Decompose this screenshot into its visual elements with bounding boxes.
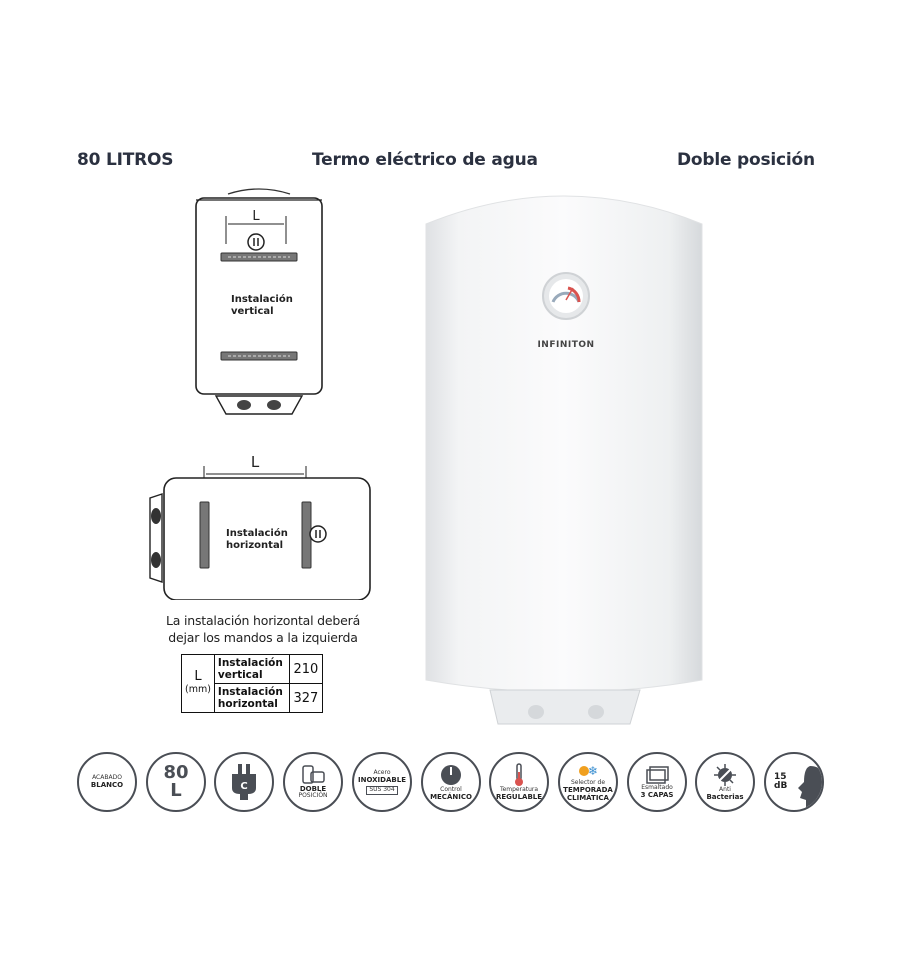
double-position-icon: DOBLE POSICIÓN xyxy=(283,752,343,812)
feature-top: Control xyxy=(440,785,462,793)
noise-icon: 15 dB xyxy=(764,752,824,812)
enamel-layers-icon: Esmaltado 3 CAPAS xyxy=(627,752,687,812)
feature-bottom: L xyxy=(170,780,182,801)
row-value: 210 xyxy=(288,654,323,684)
row-label-line1: Instalación xyxy=(217,686,283,698)
feature-bottom: dB xyxy=(774,781,788,791)
double-position-icon xyxy=(302,765,325,784)
l-cell: L (mm) xyxy=(181,654,215,713)
vertical-installation-diagram: L Instalación vertical xyxy=(195,188,323,415)
l-label: L xyxy=(194,669,202,684)
row-label-line2: horizontal xyxy=(217,698,278,710)
feature-middle: INOXIDABLE xyxy=(358,776,406,784)
thermometer-icon: Temperatura REGULABLE xyxy=(489,752,549,812)
finish-icon: ACABADO BLANCO xyxy=(77,752,137,812)
mechanical-control-icon: Control MECÁNICO xyxy=(421,752,481,812)
dimension-table: L (mm) Instalación vertical 210 Instalac… xyxy=(181,654,323,713)
horizontal-dimension-letter: L xyxy=(251,453,260,471)
feature-bottom: MECÁNICO xyxy=(430,793,472,802)
unit-label: (mm) xyxy=(185,684,211,695)
product-title: Termo eléctrico de agua xyxy=(312,150,538,170)
feature-top: Anti xyxy=(719,785,731,793)
row-label: Instalación vertical xyxy=(213,654,290,684)
feature-top: ACABADO xyxy=(92,773,122,781)
feature-middle: TEMPORADA xyxy=(563,786,613,795)
layers-icon xyxy=(646,766,669,784)
head-silhouette-icon xyxy=(798,766,822,810)
plug-icon: C xyxy=(232,764,256,800)
table-row: Instalación horizontal 327 xyxy=(182,683,323,713)
table-row: L (mm) Instalación vertical 210 xyxy=(181,654,323,713)
horizontal-installation-diagram: L Instalación horizontal xyxy=(149,453,371,600)
capacity-icon: 80 L xyxy=(146,752,206,812)
stainless-steel-icon: Acero INOXIDABLE SUS 304 xyxy=(352,752,412,812)
svg-text:❄: ❄ xyxy=(588,764,598,778)
feature-top: Esmaltado xyxy=(641,783,673,791)
horizontal-label-line1: Instalación xyxy=(226,527,288,539)
feature-top: Temperatura xyxy=(499,785,539,793)
note-line1: La instalación horizontal deberá xyxy=(165,613,361,628)
feature-icons-row: ACABADO BLANCO 80 L C DOBLE POSICIÓN Ace… xyxy=(77,752,824,818)
feature-bottom: SUS 304 xyxy=(366,786,398,795)
feature-top: DOBLE xyxy=(299,784,327,793)
capacity-heading: 80 LITROS xyxy=(77,150,174,170)
feature-bottom: 3 CAPAS xyxy=(640,791,674,800)
plug-icon: C xyxy=(214,752,274,812)
row-label-line2: vertical xyxy=(217,669,263,681)
row-label: Instalación horizontal xyxy=(213,683,290,713)
brand-logo: INFINITON xyxy=(537,340,594,350)
note-line2: dejar los mandos a la izquierda xyxy=(168,630,358,645)
temperature-gauge xyxy=(542,272,590,320)
feature-top: Acero xyxy=(373,768,391,776)
row-label-line1: Instalación xyxy=(217,657,283,669)
feature-bottom: REGULABLE xyxy=(495,793,543,802)
water-heater-image: INFINITON xyxy=(425,195,703,725)
feature-bottom: Bacterias xyxy=(706,793,744,802)
vertical-label-line2: vertical xyxy=(231,306,274,317)
feature-bottom: POSICIÓN xyxy=(298,791,328,799)
position-heading: Doble posición xyxy=(677,150,815,170)
plug-label: C xyxy=(240,781,247,792)
antibacteria-icon: Anti Bacterias xyxy=(695,752,755,812)
bacteria-icon xyxy=(714,763,736,786)
vertical-dimension-letter: L xyxy=(252,209,260,224)
horizontal-label-line2: horizontal xyxy=(226,540,283,551)
feature-top: Selector de xyxy=(570,778,606,786)
row-value: 327 xyxy=(288,683,323,713)
feature-bottom: CLIMÁTICA xyxy=(567,794,609,803)
feature-top: 15 xyxy=(774,772,787,782)
knob-icon xyxy=(441,764,461,785)
installation-note: La instalación horizontal deberá dejar l… xyxy=(158,612,368,646)
thermometer-icon xyxy=(515,763,523,786)
sun-snow-icon: ❄ xyxy=(579,764,598,778)
feature-top: 80 xyxy=(163,762,189,783)
vertical-label-line1: Instalación xyxy=(231,293,293,305)
feature-bottom: BLANCO xyxy=(90,781,124,790)
season-selector-icon: ❄ Selector de TEMPORADA CLIMÁTICA xyxy=(558,752,618,812)
